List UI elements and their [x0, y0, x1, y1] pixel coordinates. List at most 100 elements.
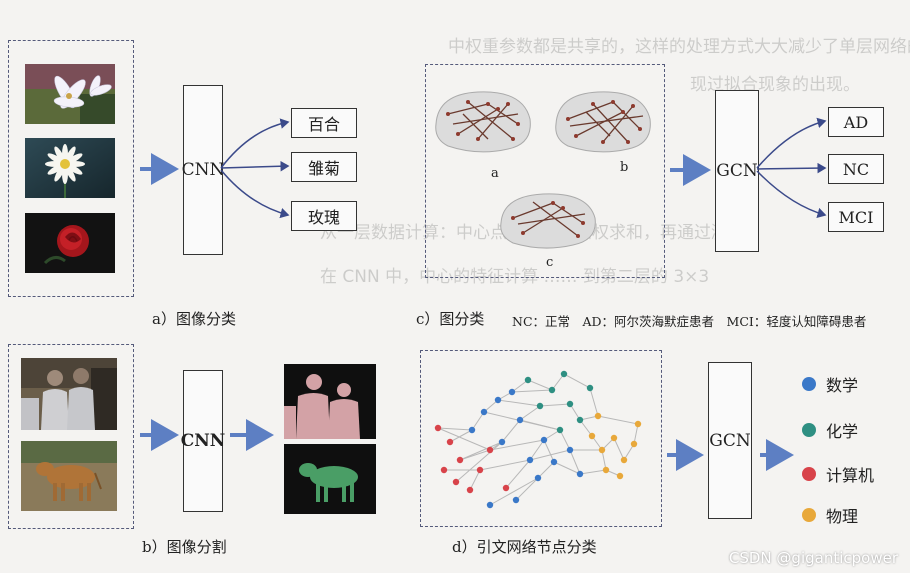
- network-edge: [471, 411, 485, 431]
- network-node: [446, 438, 454, 446]
- network-node: [586, 384, 594, 392]
- network-edge: [479, 459, 531, 471]
- output-ad: AD: [828, 107, 884, 137]
- network-edge: [569, 449, 581, 475]
- network-node: [512, 496, 520, 504]
- network-edge: [579, 469, 607, 475]
- panel-d-graph-frame: [420, 350, 662, 527]
- output-daisy-label: 雏菊: [307, 159, 340, 178]
- network-edge: [437, 427, 491, 451]
- brain-label-b: b: [620, 160, 629, 175]
- people-photo: [21, 358, 117, 430]
- output-mci: MCI: [828, 202, 884, 232]
- panel-c-caption: c）图分类: [416, 310, 485, 328]
- network-edge: [537, 461, 555, 479]
- arrow-c-to-ad: [756, 117, 827, 169]
- network-node: [434, 424, 442, 432]
- legend-label: 数学: [826, 376, 859, 395]
- lily-photo: [25, 64, 115, 124]
- legend-item: 计算机: [802, 462, 874, 486]
- network-node: [550, 458, 558, 466]
- network-node: [602, 466, 610, 474]
- network-node: [556, 426, 564, 434]
- network-edge: [459, 449, 491, 461]
- network-node: [476, 466, 484, 474]
- panel-a-cnn-box: CNN: [181, 85, 225, 255]
- output-nc: NC: [828, 154, 884, 184]
- brain-graph-b: [555, 91, 651, 153]
- network-edge: [511, 389, 553, 393]
- network-node: [630, 440, 638, 448]
- arrow-a-to-rose: [220, 169, 290, 219]
- network-edge: [497, 399, 541, 407]
- legend-color-dot: [802, 377, 816, 391]
- legend-label: 化学: [826, 422, 859, 441]
- network-edge: [559, 429, 571, 451]
- network-edge: [529, 439, 545, 461]
- network-edge: [597, 415, 639, 425]
- network-edge: [633, 423, 639, 445]
- legend-label: 物理: [826, 507, 859, 526]
- output-lily-label: 百合: [307, 115, 340, 134]
- panel-c-gcn-box: GCN: [715, 90, 759, 252]
- network-edge: [563, 373, 591, 389]
- legend-color-dot: [802, 423, 816, 437]
- rose-photo: [25, 213, 115, 273]
- network-node: [526, 456, 534, 464]
- panel-a-cnn-label: CNN: [181, 160, 225, 180]
- network-node: [534, 474, 542, 482]
- panel-c-legend-note: NC：正常 AD：阿尔茨海默症患者 MCI：轻度认知障碍患者: [512, 314, 867, 329]
- arrow-a-to-daisy: [220, 160, 290, 172]
- network-node: [524, 376, 532, 384]
- panel-b-input-frame: [8, 344, 134, 529]
- network-edge: [437, 427, 473, 431]
- network-node: [634, 420, 642, 428]
- network-edge: [501, 419, 521, 443]
- network-edge: [601, 449, 607, 471]
- network-edge: [515, 477, 539, 501]
- daisy-photo: [25, 138, 115, 198]
- network-node: [498, 438, 506, 446]
- background-text-1: 中权重参数都是共享的，这样的处理方式大大减少了单层网络的参数量，: [448, 37, 910, 57]
- legend-item: 化学: [802, 418, 858, 442]
- network-node: [508, 388, 516, 396]
- network-node: [480, 408, 488, 416]
- network-node: [548, 386, 556, 394]
- brain-graph-c: [500, 193, 596, 249]
- network-node: [516, 416, 524, 424]
- output-daisy: 雏菊: [291, 152, 357, 182]
- network-node: [620, 456, 628, 464]
- panel-b-caption: b）图像分割: [142, 538, 227, 556]
- network-edge: [489, 477, 539, 506]
- output-rose-label: 玫瑰: [307, 208, 340, 227]
- network-edge: [511, 379, 529, 393]
- output-ad-label: AD: [843, 112, 869, 132]
- network-edge: [459, 441, 503, 461]
- network-edge: [519, 405, 541, 421]
- citation-network-graph: [434, 370, 642, 509]
- network-edge: [505, 459, 531, 489]
- csdn-watermark: CSDN @giganticpower: [728, 549, 898, 567]
- network-edge: [449, 429, 473, 443]
- network-node: [536, 402, 544, 410]
- network-node: [502, 484, 510, 492]
- network-node: [588, 432, 596, 440]
- network-edge: [553, 461, 581, 475]
- panel-a-caption: a）图像分类: [152, 310, 236, 328]
- network-edge: [469, 469, 481, 491]
- network-edge: [527, 379, 553, 391]
- output-nc-label: NC: [842, 159, 870, 179]
- network-node: [616, 472, 624, 480]
- panel-c-gcn-label: GCN: [716, 161, 758, 181]
- legend-item: 数学: [802, 372, 858, 396]
- arrow-c-to-mci: [756, 170, 827, 218]
- arrow-a-to-lily: [220, 118, 290, 169]
- network-edge: [455, 441, 503, 483]
- network-edge: [539, 403, 571, 407]
- legend-label: 计算机: [826, 466, 875, 485]
- cow-photo: [21, 441, 117, 511]
- network-edge: [489, 439, 545, 451]
- panel-d-gcn-box: GCN: [708, 362, 752, 519]
- network-node: [466, 486, 474, 494]
- network-node: [566, 400, 574, 408]
